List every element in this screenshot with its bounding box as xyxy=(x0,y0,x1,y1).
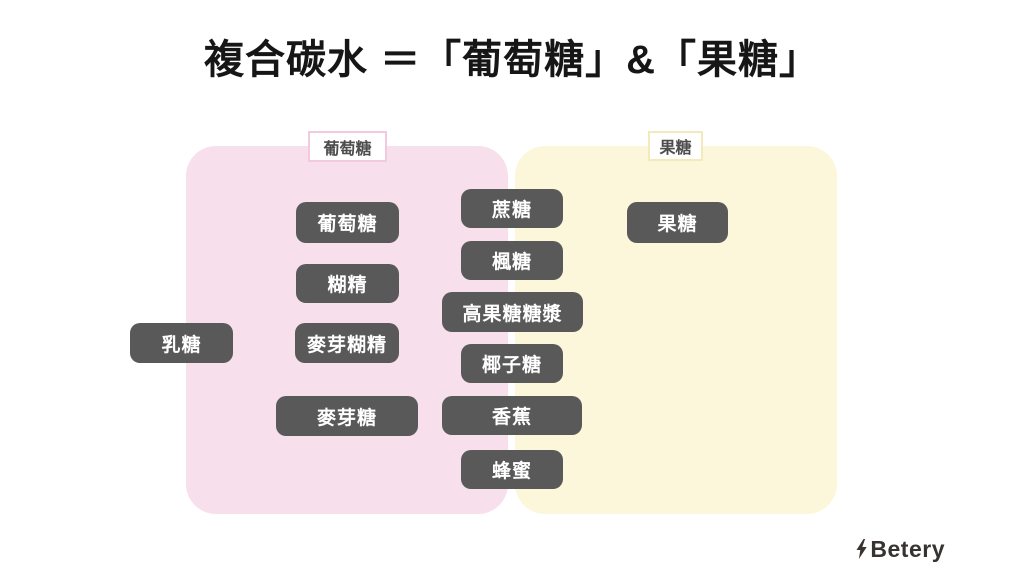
chip-glucose: 葡萄糖 xyxy=(296,202,399,243)
chip-high-fructose-corn-syrup: 高果糖糖漿 xyxy=(442,292,583,332)
fructose-zone-label: 果糖 xyxy=(648,131,703,161)
chip-maltodextrin: 麥芽糊精 xyxy=(295,323,399,363)
chip-maple-syrup: 楓糖 xyxy=(461,241,563,280)
chip-banana: 香蕉 xyxy=(442,396,582,435)
page-title: 複合碳水 ＝「葡萄糖」&「果糖」 xyxy=(204,38,820,82)
lightning-bolt-icon xyxy=(856,539,868,559)
chip-lactose: 乳糖 xyxy=(130,323,233,363)
brand-logo: Betery xyxy=(855,537,945,561)
chip-coconut-sugar: 椰子糖 xyxy=(461,344,563,383)
glucose-zone-label: 葡萄糖 xyxy=(308,131,387,162)
chip-sucrose: 蔗糖 xyxy=(461,189,563,228)
chip-honey: 蜂蜜 xyxy=(461,450,563,489)
chip-dextrin: 糊精 xyxy=(296,264,399,303)
brand-name: Betery xyxy=(870,535,945,562)
chip-fructose: 果糖 xyxy=(627,202,728,243)
chip-maltose: 麥芽糖 xyxy=(276,396,418,436)
